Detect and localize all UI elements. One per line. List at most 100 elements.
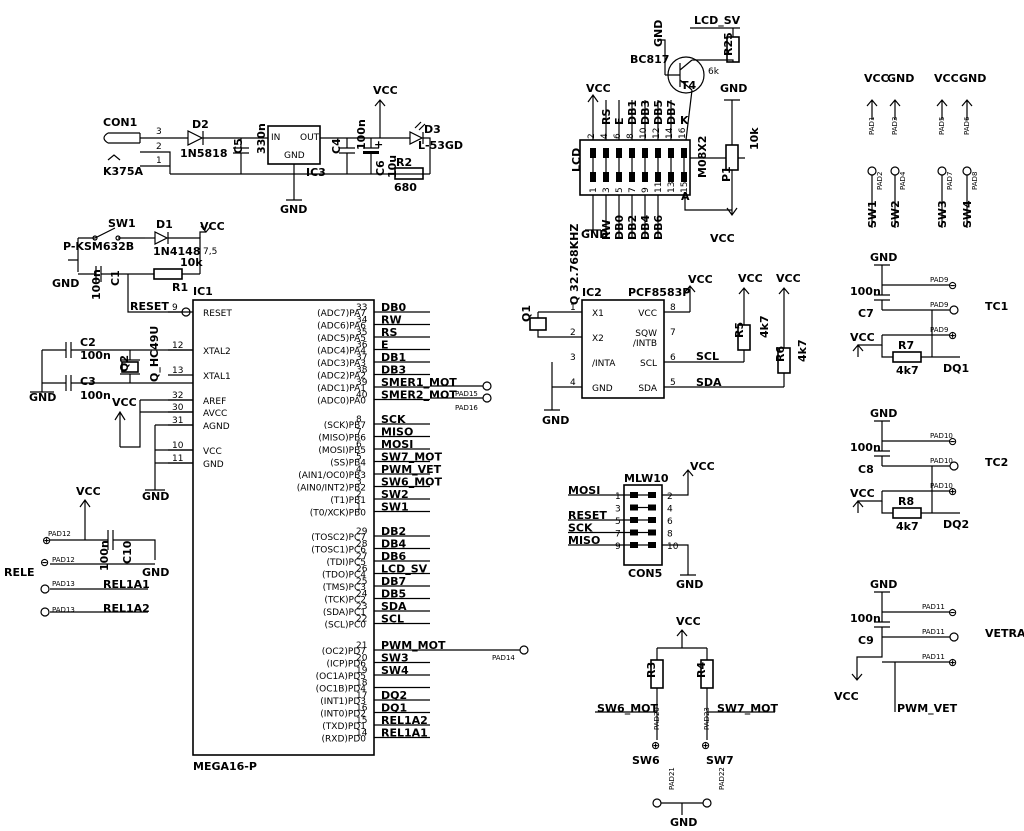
sda-label: SDA: [696, 376, 722, 389]
r25-ref: R25: [722, 32, 735, 56]
c10-ref: C10: [121, 540, 134, 564]
ic1-net-label: SCL: [381, 613, 404, 626]
mlw10-body: [623, 484, 663, 566]
rele-pad1: PAD12: [48, 530, 71, 538]
r6-ref: R6: [774, 346, 787, 362]
sw1-gnd-wire: [68, 238, 79, 272]
ic3-in: IN: [271, 133, 280, 143]
lcd-pin-top: [616, 148, 622, 158]
ic1-left-pin-name: AGND: [203, 422, 230, 432]
ic1-net-label: SW3: [381, 652, 409, 665]
tc-pad-label: PAD11: [922, 653, 945, 661]
q2-plates: [120, 359, 140, 375]
r25-wires: [692, 28, 734, 62]
ic1-right-pin-name: (TDO)PC4: [322, 571, 366, 581]
rele-connector: RELE PAD12 PAD12 PAD13 PAD13 ⊕ ⊖ VCC 100…: [4, 485, 169, 617]
d2-diode-icon: [187, 130, 204, 146]
tc-pad-wires: [882, 284, 950, 336]
c5-val: 330n: [255, 123, 268, 154]
pad-supply-label: VCC: [934, 72, 959, 85]
pad-supply-arrow-icon: [866, 99, 878, 120]
ic1-net-label: DB3: [381, 364, 406, 377]
r2-body: [394, 167, 424, 180]
ic2-ref: IC2: [582, 286, 602, 299]
crystal-gnd-label: GND: [29, 391, 56, 404]
rele-net1: REL1A1: [103, 578, 150, 591]
ic2-left-pin-num: 3: [570, 353, 576, 363]
con1-label: CON1: [103, 116, 137, 129]
c2-ref: C2: [80, 336, 96, 349]
sw67-gnd-label: GND: [670, 816, 697, 829]
sw6-label: SW6: [632, 754, 660, 767]
lcd-top-pin-num: 2: [587, 133, 597, 139]
tc-cap-val: 100n: [850, 285, 881, 298]
lcd-pin-top: [655, 148, 661, 158]
ic1-body: [192, 299, 375, 756]
t4-part: BC817: [630, 53, 669, 66]
ic1-right-pin-num: 7: [356, 428, 362, 438]
d2-part: 1N5818: [180, 147, 227, 160]
ic1-net-label: DQ2: [381, 689, 407, 702]
ic1-net-label: DB5: [381, 588, 406, 601]
mlw10-ref: MLW10: [624, 472, 669, 485]
rele-plus-pad-icon: ⊕: [42, 534, 51, 547]
d3-to-r2-wire: [423, 137, 431, 174]
ic1-right-pin-name: (TMS)PC3: [323, 583, 366, 593]
tc-net-label: DQ1: [943, 362, 969, 375]
lcd-pin-bottom: [655, 172, 661, 182]
ic1-right-pin-name: (ADC3)PA3: [317, 359, 366, 369]
ic3-ref: IC3: [306, 166, 326, 179]
tc-resistor-body: [892, 351, 922, 363]
sw67-gnd-wires: [661, 802, 703, 815]
pad-bottom-label: PAD8: [971, 172, 979, 190]
r2-val: 680: [394, 181, 417, 194]
ic1-right-pin-name: (RXD)PD0: [322, 735, 367, 745]
ic1-left-pin-name: XTAL2: [203, 347, 231, 357]
ic1-right-pin-name: (INT0)PD2: [320, 710, 366, 720]
tc-vcc-label: VCC: [850, 487, 875, 500]
r1-val: 10k: [180, 256, 203, 269]
tc-pad-wires: [882, 440, 950, 492]
p1-ref: P1: [720, 166, 733, 182]
ic2-right-pin-name: SDA: [638, 384, 657, 394]
pwm-pad: PAD14: [430, 645, 529, 662]
pad-sw-label: SW4: [961, 200, 974, 228]
tc-label: TC1: [985, 300, 1008, 313]
lcd-top-pin-num: 10: [639, 127, 649, 139]
ic1-left-pin-name: XTAL1: [203, 372, 231, 382]
lcd-pin-bottom: [603, 172, 609, 182]
smer-wires: [430, 385, 483, 399]
reset-vcc-arrow-icon: [199, 225, 212, 238]
r1-ref: R1: [172, 281, 188, 294]
ic1-right-pin-num: 5: [356, 453, 362, 463]
ic1-left-pin-num: 13: [172, 366, 183, 376]
c10-cap-icon: [107, 530, 114, 550]
ic1-right-pin-num: 6: [356, 440, 362, 450]
ic2-right-pin-name: SQW: [635, 329, 657, 339]
isp-right-pin-num: 8: [667, 530, 673, 540]
lcd-top-net: DB1: [626, 100, 639, 125]
t4-ref: T4: [681, 79, 697, 92]
ic1-right-pin-name: (AIN0/INT2)PB2: [297, 484, 366, 494]
pad-bottom-label: PAD2: [876, 172, 884, 190]
power-vcc-label: VCC: [373, 84, 398, 97]
ic2-right-pin-num: 6: [670, 353, 676, 363]
tc-cap-val: 100n: [850, 441, 881, 454]
analog-supply-wires: [120, 399, 193, 491]
isp-pin-right: [648, 504, 656, 511]
lcd-a-wire: [684, 195, 732, 211]
ic2-left-pin-name: GND: [592, 384, 613, 394]
ic1-right-pin-num: 8: [356, 415, 362, 425]
ic1-left-pin-num: 30: [172, 403, 184, 413]
tc-label: TC2: [985, 456, 1008, 469]
pad-bottom-label: PAD4: [899, 171, 907, 190]
pad-supply-arrow-icon: [936, 99, 948, 120]
r2-ref: R2: [396, 156, 412, 169]
pad-circle: [962, 166, 972, 176]
isp-left-pin-num: 5: [615, 517, 621, 527]
con1-pin1: 1: [156, 156, 162, 166]
reset-net-label: RESET: [130, 300, 169, 313]
tc-minus-pad-icon: ⊖: [948, 435, 957, 448]
ic2-body: [581, 299, 665, 399]
